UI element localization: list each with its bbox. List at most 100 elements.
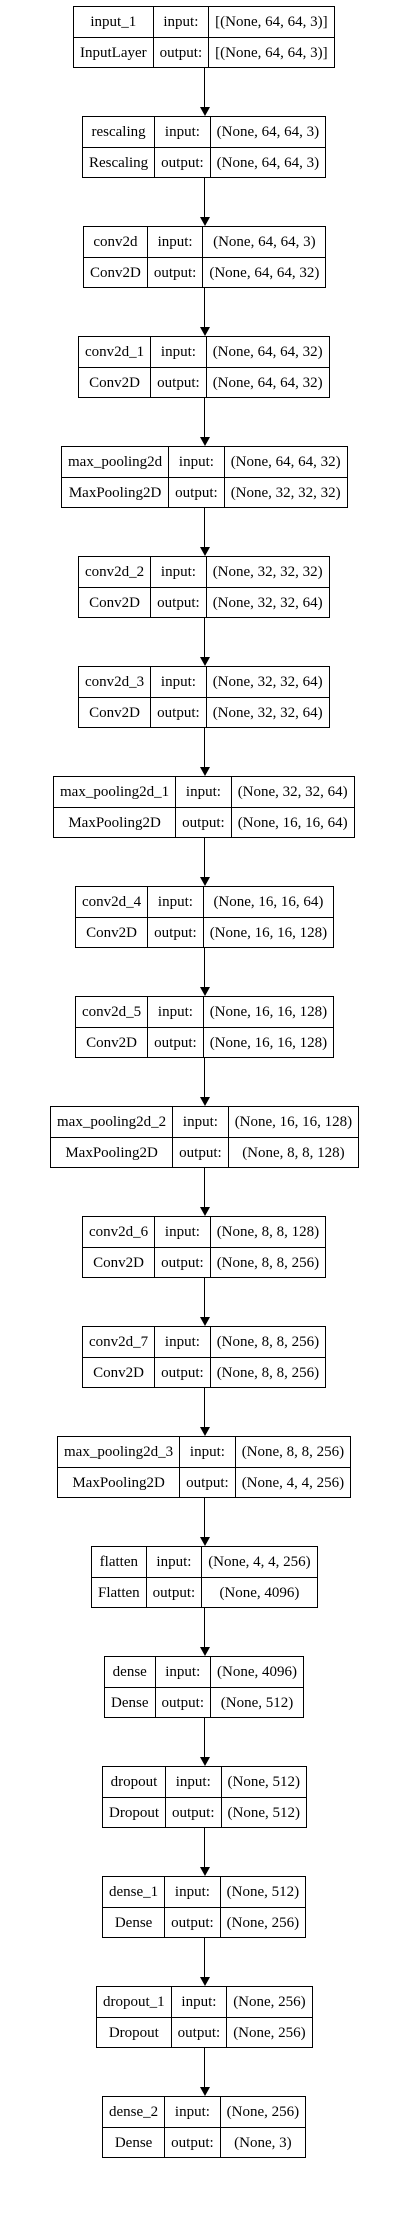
layer-name: conv2d_2 [85, 564, 145, 580]
input-shape: (None, 8, 8, 128) [216, 1224, 320, 1240]
connector-line [204, 948, 205, 987]
arrow-down-icon [199, 327, 210, 336]
output-label: output: [171, 2017, 227, 2047]
layer-type: Conv2D [83, 1357, 155, 1387]
arrow-down-icon [199, 2087, 210, 2096]
output-label: output: [166, 1797, 221, 1827]
input-label: input: [160, 344, 196, 360]
input-shape: (None, 32, 32, 64) [237, 784, 348, 800]
layer-name: max_pooling2d_3 [64, 1444, 174, 1460]
arrow-down-icon [199, 437, 210, 446]
output-label: output: [151, 367, 206, 397]
output-label: output: [155, 1687, 211, 1717]
layer-type: InputLayer [74, 37, 153, 67]
output-label: output: [147, 257, 203, 287]
connector-line [204, 1718, 205, 1757]
output-shape: (None, 4096) [202, 1577, 317, 1607]
input-shape: (None, 4, 4, 256) [208, 1554, 311, 1570]
output-shape: (None, 8, 8, 128) [228, 1137, 359, 1167]
input-label: input: [185, 784, 221, 800]
output-shape: (None, 64, 64, 32) [203, 257, 326, 287]
output-label: output: [146, 1577, 202, 1607]
arrow-down-icon [199, 547, 210, 556]
output-shape: (None, 3) [220, 2127, 306, 2157]
output-shape: (None, 32, 32, 32) [224, 477, 347, 507]
layer-name: max_pooling2d_1 [60, 784, 170, 800]
arrow-down-icon [199, 1537, 210, 1546]
layer-name: dropout_1 [103, 1994, 165, 2010]
input-shape: (None, 16, 16, 128) [209, 1004, 328, 1020]
output-label: output: [180, 1467, 235, 1497]
connector-line [204, 838, 205, 877]
output-shape: (None, 8, 8, 256) [210, 1357, 326, 1387]
layer-name: dropout [110, 1774, 158, 1790]
connector-line [204, 1168, 205, 1207]
input-label: input: [164, 124, 200, 140]
connector-line [204, 2048, 205, 2087]
connector-line [204, 508, 205, 547]
layer-name: max_pooling2d_2 [57, 1114, 167, 1130]
layer-name: conv2d_5 [82, 1004, 142, 1020]
connector-line [204, 1938, 205, 1977]
input-label: input: [189, 1444, 225, 1460]
input-label: input: [181, 1994, 217, 2010]
output-shape: (None, 16, 16, 128) [203, 917, 334, 947]
input-shape: (None, 256) [226, 2104, 300, 2120]
input-label: input: [163, 14, 199, 30]
input-shape: [(None, 64, 64, 3)] [215, 14, 328, 30]
input-label: input: [160, 564, 196, 580]
layer-name: conv2d_3 [85, 674, 145, 690]
output-shape: (None, 64, 64, 3) [210, 147, 326, 177]
layer-type: Conv2D [84, 257, 147, 287]
layer-name: conv2d_1 [85, 344, 145, 360]
output-label: output: [153, 37, 209, 67]
input-shape: (None, 512) [226, 1884, 300, 1900]
layer-type: MaxPooling2D [51, 1137, 173, 1167]
output-label: output: [151, 697, 206, 727]
layer-type: Dense [103, 2127, 165, 2157]
input-shape: (None, 8, 8, 256) [216, 1334, 320, 1350]
arrow-down-icon [199, 1647, 210, 1656]
input-shape: (None, 64, 64, 3) [213, 234, 316, 250]
output-shape: (None, 32, 32, 64) [206, 697, 329, 727]
input-label: input: [175, 1774, 211, 1790]
connector-line [204, 1498, 205, 1537]
input-label: input: [164, 1334, 200, 1350]
layer-name: dense [112, 1664, 147, 1680]
output-shape: (None, 16, 16, 64) [231, 807, 354, 837]
arrow-down-icon [199, 1317, 210, 1326]
input-shape: (None, 8, 8, 256) [241, 1444, 345, 1460]
input-shape: (None, 64, 64, 32) [230, 454, 341, 470]
layer-type: Dense [105, 1687, 155, 1717]
input-shape: (None, 4096) [217, 1664, 297, 1680]
connector-line [204, 1828, 205, 1867]
arrow-down-icon [199, 217, 210, 226]
output-shape: (None, 256) [227, 2017, 312, 2047]
input-label: input: [178, 454, 214, 470]
input-label: input: [157, 1004, 193, 1020]
input-shape: (None, 16, 16, 64) [213, 894, 324, 910]
layer-type: MaxPooling2D [58, 1467, 180, 1497]
connector-line [204, 68, 205, 107]
output-label: output: [155, 1357, 210, 1387]
input-label: input: [157, 234, 193, 250]
layer-type: Conv2D [79, 587, 151, 617]
layer-type: Dropout [103, 1797, 165, 1827]
output-label: output: [173, 1137, 228, 1167]
input-shape: (None, 64, 64, 3) [216, 124, 320, 140]
layer-type: Conv2D [83, 1247, 155, 1277]
input-shape: (None, 16, 16, 128) [234, 1114, 353, 1130]
connector-line [204, 1058, 205, 1097]
layer-type: Conv2D [76, 1027, 148, 1057]
layer-name: conv2d_4 [82, 894, 142, 910]
layer-name: dense_1 [109, 1884, 159, 1900]
arrow-down-icon [199, 1097, 210, 1106]
